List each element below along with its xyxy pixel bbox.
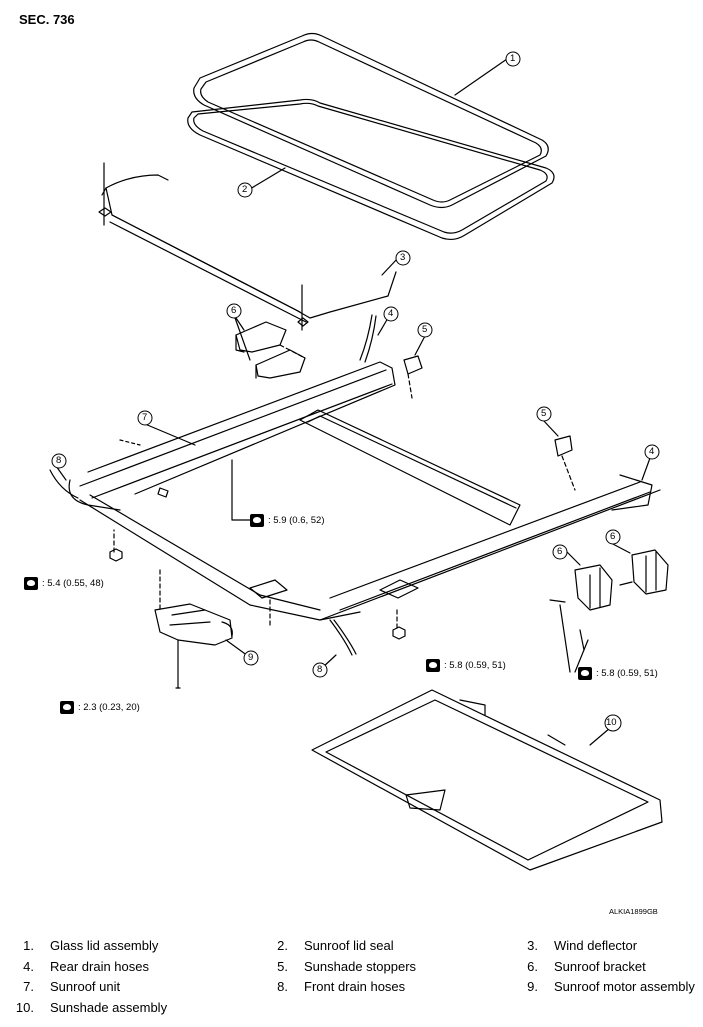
sunroof-unit-frame <box>68 361 661 621</box>
callout-circles <box>51 51 660 732</box>
torque-spec-2: : 5.4 (0.55, 48) <box>24 577 104 590</box>
torque-value: : 5.4 (0.55, 48) <box>42 578 104 589</box>
callout-9: 9 <box>248 652 254 663</box>
rear-drain-hose-upper <box>359 314 373 361</box>
callout-5b: 5 <box>541 408 547 419</box>
callout-4b: 4 <box>649 446 655 457</box>
torque-wrench-icon <box>250 514 264 527</box>
legend-item: 10.Sunshade assembly <box>15 1000 168 1015</box>
torque-value: : 2.3 (0.23, 20) <box>78 702 140 713</box>
legend-item: 4.Rear drain hoses <box>23 959 149 974</box>
callout-10: 10 <box>606 717 617 728</box>
torque-spec-4: : 5.8 (0.59, 51) <box>578 667 658 680</box>
legend-item: 8.Front drain hoses <box>277 979 406 994</box>
sunroof-lid-seal <box>187 98 555 241</box>
legend-item: 9.Sunroof motor assembly <box>527 979 695 994</box>
callout-6b: 6 <box>557 546 563 557</box>
callout-5: 5 <box>422 324 428 335</box>
sunshade-stopper-right <box>554 435 573 457</box>
figure-id: ALKIA1899GB <box>609 907 658 916</box>
callout-8b: 8 <box>317 664 323 675</box>
sunroof-bracket-upper <box>235 321 306 379</box>
sunroof-bracket-right <box>549 549 669 611</box>
callout-3: 3 <box>400 252 406 263</box>
torque-spec-1: : 5.9 (0.6, 52) <box>250 514 325 527</box>
bolt-center <box>392 626 406 640</box>
callout-8: 8 <box>56 455 62 466</box>
callout-6c: 6 <box>610 531 616 542</box>
torque-wrench-icon <box>24 577 38 590</box>
callout-4: 4 <box>388 308 394 319</box>
bolt-right <box>579 629 585 651</box>
sunshade-stopper-upper <box>403 355 423 375</box>
callout-6: 6 <box>231 305 237 316</box>
section-title: SEC. 736 <box>19 12 75 27</box>
sunroof-motor-assembly <box>154 603 233 689</box>
legend-item: 3.Wind deflector <box>527 938 638 953</box>
torque-value: : 5.9 (0.6, 52) <box>268 515 325 526</box>
sunroof-exploded-diagram <box>49 32 669 871</box>
torque-value: : 5.8 (0.59, 51) <box>596 668 658 679</box>
torque-wrench-icon <box>60 701 74 714</box>
front-drain-hose-left <box>49 469 79 499</box>
torque-spec-5: : 2.3 (0.23, 20) <box>60 701 140 714</box>
callout-2: 2 <box>242 184 248 195</box>
callout-1: 1 <box>510 53 516 64</box>
torque-spec-3: : 5.8 (0.59, 51) <box>426 659 506 672</box>
torque-wrench-icon <box>426 659 440 672</box>
torque-value: : 5.8 (0.59, 51) <box>444 660 506 671</box>
legend-item: 5.Sunshade stoppers <box>277 959 417 974</box>
callout-7: 7 <box>142 412 148 423</box>
wind-deflector <box>98 162 397 331</box>
glass-lid-assembly <box>193 32 549 209</box>
bolt-left <box>109 548 123 562</box>
legend-item: 6.Sunroof bracket <box>527 959 646 974</box>
legend-item: 1.Glass lid assembly <box>23 938 159 953</box>
sunshade-assembly <box>311 689 663 871</box>
torque-wrench-icon <box>578 667 592 680</box>
front-drain-hose-right <box>329 619 353 656</box>
legend-item: 2.Sunroof lid seal <box>277 938 394 953</box>
legend-item: 7.Sunroof unit <box>23 979 121 994</box>
